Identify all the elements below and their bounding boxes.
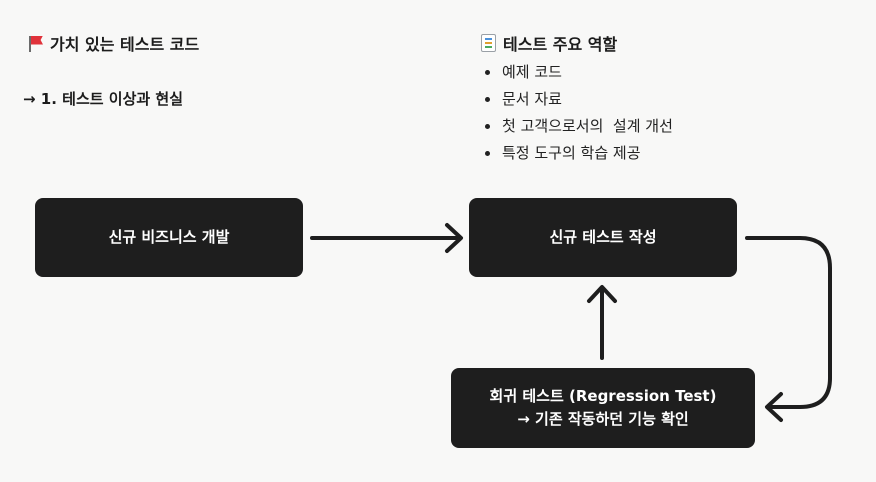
arrow-test-to-regression [745, 236, 832, 422]
node-description: → 기존 작동하던 기능 확인 [517, 410, 689, 428]
node-label: 신규 비즈니스 개발 [108, 228, 230, 246]
node-regression-test: 회귀 테스트 (Regression Test) → 기존 작동하던 기능 확인 [451, 368, 755, 448]
list-item: 문서 자료 [482, 86, 673, 113]
list-item-label: 문서 자료 [502, 90, 562, 108]
list-item-label: 예제 코드 [502, 63, 562, 81]
node-title: 회귀 테스트 (Regression Test) [489, 387, 717, 405]
bullet-icon [485, 151, 490, 156]
node-new-business: 신규 비즈니스 개발 [35, 198, 303, 277]
bullet-icon [485, 70, 490, 75]
arrow-regression-to-test [587, 285, 617, 360]
node-new-test: 신규 테스트 작성 [469, 198, 737, 277]
memo-icon [481, 34, 496, 52]
bullet-icon [485, 97, 490, 102]
roles-title: 테스트 주요 역할 [481, 31, 617, 55]
roles-list: 예제 코드 문서 자료 첫 고객으로서의 설계 개선 특정 도구의 학습 제공 [482, 59, 673, 167]
red-flag-icon [27, 35, 43, 52]
list-item: 예제 코드 [482, 59, 673, 86]
node-label: 신규 테스트 작성 [549, 228, 657, 246]
list-item: 특정 도구의 학습 제공 [482, 140, 673, 167]
list-item: 첫 고객으로서의 설계 개선 [482, 113, 673, 140]
list-item-label: 첫 고객으로서의 설계 개선 [502, 117, 673, 135]
page-title: 가치 있는 테스트 코드 [27, 31, 199, 55]
roles-title-text: 테스트 주요 역할 [503, 35, 618, 54]
arrow-business-to-test [310, 223, 463, 253]
chapter-link[interactable]: → 1. 테스트 이상과 현실 [23, 90, 183, 108]
page-title-text: 가치 있는 테스트 코드 [50, 35, 200, 54]
bullet-icon [485, 124, 490, 129]
list-item-label: 특정 도구의 학습 제공 [502, 144, 641, 162]
